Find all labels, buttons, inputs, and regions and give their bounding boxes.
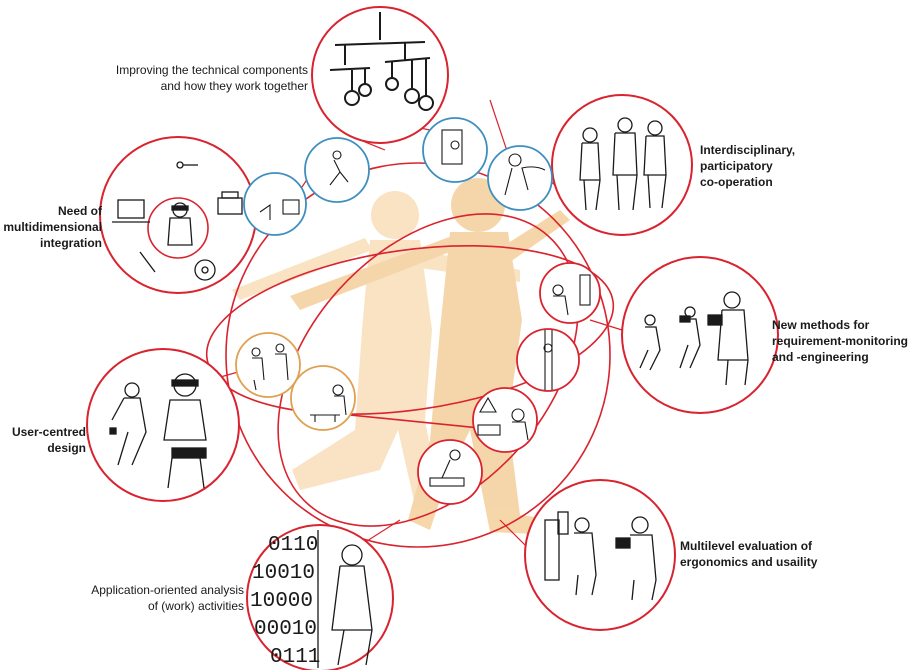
blue-scene-office [243, 172, 307, 236]
label-application-line2: of (work) activities [147, 599, 244, 613]
wearable-worker-icon [109, 373, 207, 489]
label-technical-line1: Improving the technical components [115, 63, 308, 77]
binary-line-4: 00010 [254, 618, 317, 641]
scientist-binary-icon [317, 530, 373, 668]
blue-scene-door [422, 117, 488, 183]
scenario-user-centred [86, 348, 240, 502]
label-user-centred-line2: design [47, 441, 86, 455]
red-scene-sketches [429, 274, 591, 487]
scenario-methods [621, 256, 779, 414]
label-methods: New methods for requirement-monitoring a… [772, 317, 918, 365]
red-scene-panel [539, 262, 601, 324]
people-group-icon [579, 117, 667, 211]
blue-scene-sketches [259, 129, 546, 220]
red-scene-hardhat [472, 387, 538, 453]
label-multidimensional-line2: multidimensional [3, 220, 102, 234]
orange-scene-bed [290, 365, 356, 431]
evaluation-icon [544, 511, 657, 601]
red-scenes [417, 262, 601, 505]
binary-line-2: 10010 [252, 562, 315, 585]
binary-column: 0110 10010 10000 00010 0111 [250, 534, 320, 669]
blue-scene-runner [304, 137, 370, 203]
label-methods-line3: and -engineering [772, 350, 869, 364]
label-technical-line2: and how they work together [160, 79, 308, 93]
label-methods-line2: requirement-monitoring [772, 334, 909, 348]
label-multilevel: Multilevel evaluation of ergonomics and … [680, 538, 840, 570]
scenario-technical [311, 6, 449, 144]
binary-line-1: 0110 [268, 534, 318, 557]
binary-line-3: 10000 [250, 590, 313, 613]
filming-icon [639, 291, 749, 386]
label-technical: Improving the technical components and h… [60, 62, 308, 94]
label-multidimensional: Need of multidimensional integration [0, 203, 102, 251]
binary-line-5: 0111 [270, 646, 320, 669]
label-interdisciplinary-line3: co-operation [700, 175, 773, 189]
label-application: Application-oriented analysis of (work) … [40, 582, 244, 614]
scenario-multilevel [524, 479, 676, 631]
devices-icon [112, 161, 243, 281]
label-multilevel-line1: Multilevel evaluation of [680, 539, 813, 553]
label-user-centred: User-centred design [0, 424, 86, 456]
label-user-centred-line1: User-centred [11, 425, 86, 439]
label-multidimensional-line3: integration [40, 236, 102, 250]
scenario-interdisciplinary [551, 94, 693, 236]
label-application-line1: Application-oriented analysis [91, 583, 244, 597]
scenario-multidimensional [99, 136, 257, 294]
red-scene-patient [417, 439, 483, 505]
label-interdisciplinary: Interdisciplinary, participatory co-oper… [700, 142, 850, 190]
scenario-application: 0110 10010 10000 00010 0111 [246, 524, 394, 670]
label-methods-line1: New methods for [772, 318, 870, 332]
label-interdisciplinary-line1: Interdisciplinary, [700, 143, 796, 157]
red-scene-ladder [516, 328, 580, 392]
orange-scene-sketches [251, 343, 347, 422]
outer-ring [225, 162, 611, 548]
label-interdisciplinary-line2: participatory [700, 159, 773, 173]
label-multilevel-line2: ergonomics and usaility [680, 555, 818, 569]
tilted-ellipse-a [205, 244, 615, 416]
label-multidimensional-line1: Need of [57, 204, 102, 218]
blue-scene-outdoor [487, 145, 553, 211]
orange-scene-clinic [235, 332, 301, 398]
mobile-icon [329, 12, 434, 111]
blue-scenes [243, 117, 553, 236]
